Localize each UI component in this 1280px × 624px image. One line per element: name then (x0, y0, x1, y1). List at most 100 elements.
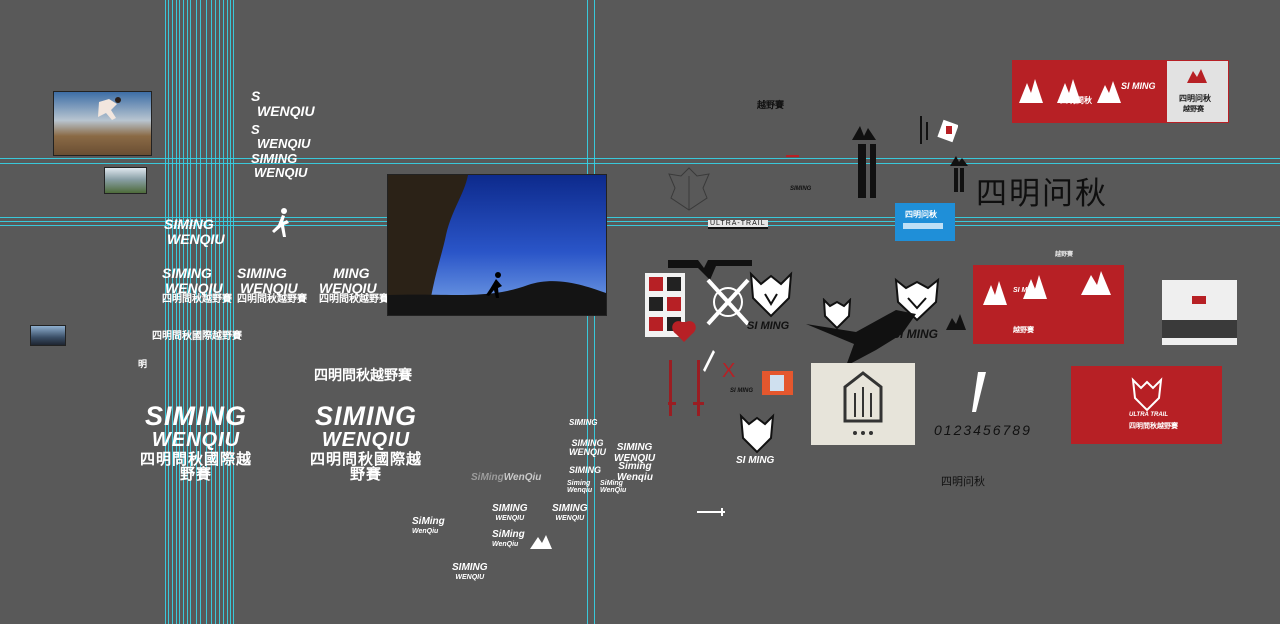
logo-line: SIMING (569, 465, 602, 475)
guide-horizontal[interactable] (0, 225, 1280, 226)
small-logo[interactable]: SIMING WENQIU (452, 562, 488, 581)
siming-wenqiu-main-logo[interactable]: SIMING WENQIU 四明問秋國際越野賽 (304, 403, 428, 482)
red-swords-icon (668, 321, 704, 416)
cn-caption: 四明問秋國際越野賽 (152, 331, 242, 342)
sword-mark-icon (920, 116, 958, 144)
siming-wenqiu-logo[interactable]: S WENQIU (251, 89, 315, 118)
guide-vertical[interactable] (219, 0, 220, 624)
logo-cn: 四明問秋越野賽 (319, 294, 389, 306)
small-logo[interactable]: SIMING (569, 465, 602, 475)
cream-emblem-card[interactable] (811, 363, 915, 445)
logo-line: S (251, 88, 261, 104)
small-logo[interactable]: SIMING WENQIU (614, 442, 656, 464)
logo-line: Siming (618, 461, 652, 472)
siming-wenqiu-logo[interactable]: MING WENQIU 四明問秋越野賽 (319, 266, 389, 306)
logo-line: SIMING (314, 401, 417, 431)
logo-line: WENQIU (455, 573, 485, 581)
small-logo[interactable]: SIMING WENQIU (552, 503, 588, 522)
guide-vertical[interactable] (196, 0, 197, 624)
siming-wenqiu-logo[interactable]: S WENQIU (251, 123, 310, 150)
siming-wenqiu-logo[interactable]: SIMING WENQIU 四明問秋越野賽 (237, 266, 307, 306)
mockup-card[interactable] (1162, 280, 1237, 345)
guide-vertical[interactable] (183, 0, 184, 624)
logo-line: SIMING (251, 151, 298, 166)
guide-vertical[interactable] (233, 0, 234, 624)
guide-vertical[interactable] (187, 0, 188, 624)
cn-title: 四明問秋越野賽 (314, 368, 412, 384)
knife-icon (972, 372, 986, 412)
guide-vertical[interactable] (215, 0, 216, 624)
guide-vertical[interactable] (190, 0, 191, 624)
guide-horizontal[interactable] (0, 158, 1280, 159)
siming-wenqiu-main-logo[interactable]: SIMING WENQIU 四明問秋國際越野賽 (134, 403, 258, 482)
logo-line: MING (333, 265, 370, 281)
red-logo-card[interactable]: SI MING 越野賽 (973, 265, 1124, 344)
si-ming-label: SI MING (730, 388, 754, 394)
red-emblem-card[interactable]: ULTRA TRAIL 四明問秋越野賽 (1071, 366, 1222, 444)
logo-cn: 四明問秋越野賽 (162, 294, 232, 306)
banner-cn: 越野赛 (1183, 105, 1204, 113)
blue-badge[interactable]: 四明问秋 (895, 203, 955, 241)
guide-vertical[interactable] (168, 0, 169, 624)
guide-vertical[interactable] (172, 0, 173, 624)
logo-line: Wenqiu (617, 471, 653, 483)
brand-banner[interactable]: SI MING 四明問秋 四明问秋 越野赛 (1012, 60, 1229, 123)
fox-shield-icon (894, 277, 940, 322)
guide-vertical[interactable] (176, 0, 177, 624)
cn-plain-label: 四明问秋 (941, 475, 985, 488)
guide-vertical[interactable] (223, 0, 224, 624)
badge-text: 四明问秋 (905, 210, 937, 219)
logo-line: SIMING (164, 216, 214, 232)
logo-line: WENQIU (319, 279, 377, 296)
siming-wenqiu-inline-logo[interactable]: SiMingWenQiu (471, 472, 541, 484)
small-logo[interactable]: SiMing WenQiu (492, 529, 525, 548)
small-logo[interactable]: Siming Wenqiu (617, 461, 653, 483)
runner-jump-photo[interactable] (53, 91, 152, 156)
guide-vertical[interactable] (211, 0, 212, 624)
small-logo[interactable]: SiMing WenQiu (600, 480, 626, 495)
mountain-photo[interactable] (104, 167, 147, 194)
cn-label: 越野賽 (757, 101, 785, 111)
logo-line: WENQIU (321, 429, 411, 451)
siming-wenqiu-logo[interactable]: SIMING WENQIU 四明問秋越野賽 (162, 266, 232, 306)
logo-line: SIMING (616, 442, 653, 453)
small-logo[interactable]: SIMING WENQIU (492, 503, 528, 522)
mountain-logos-icon (983, 271, 1111, 305)
siming-wenqiu-logo[interactable]: SIMING WENQIU (251, 152, 307, 179)
siming-wenqiu-logo[interactable]: SIMING WENQIU (164, 217, 225, 246)
logo-line: S (251, 122, 260, 137)
small-logo[interactable]: Siming Wenqiu (567, 480, 592, 495)
mockup-band (1162, 320, 1237, 338)
mockup-mark (1192, 296, 1206, 304)
logo-line: WENQIU (165, 279, 223, 296)
logo-line: Wenqiu (567, 487, 593, 495)
guide-vertical[interactable] (206, 0, 207, 624)
runner-silhouette-icon (98, 97, 121, 120)
thumbnail-photo[interactable] (30, 325, 66, 346)
small-logo[interactable]: SIMING WENQIU (569, 438, 606, 458)
guide-vertical[interactable] (179, 0, 180, 624)
runner-cliff-photo[interactable] (387, 174, 607, 316)
cn-label: 越野賽 (1055, 251, 1074, 258)
guide-vertical[interactable] (230, 0, 231, 624)
guide-vertical[interactable] (227, 0, 228, 624)
banner-cn: 四明问秋 (1179, 94, 1211, 103)
logo-line: WENQIU (614, 452, 656, 464)
logo-line: SIMING (552, 503, 588, 514)
orange-badge[interactable] (762, 371, 793, 395)
guide-horizontal[interactable] (0, 217, 1280, 218)
fox-shield-icon (749, 271, 793, 318)
arrow-mark-icon (668, 260, 752, 280)
bird-silhouette-icon (806, 310, 916, 366)
guide-horizontal[interactable] (0, 163, 1280, 164)
small-logo[interactable]: SiMing WenQiu (412, 516, 445, 535)
guide-vertical[interactable] (200, 0, 201, 624)
guide-vertical[interactable] (165, 0, 166, 624)
vertical-mark-icon (950, 156, 968, 192)
logo-line: WENQIU (240, 279, 298, 296)
small-logo[interactable]: SIMING (569, 418, 597, 427)
siming-wenqiu-cn-title: 四明问秋 (976, 176, 1108, 212)
guide-horizontal[interactable] (0, 221, 1280, 222)
card-text: ULTRA TRAIL (1129, 412, 1168, 418)
mountain-logos-icon (1019, 79, 1121, 103)
